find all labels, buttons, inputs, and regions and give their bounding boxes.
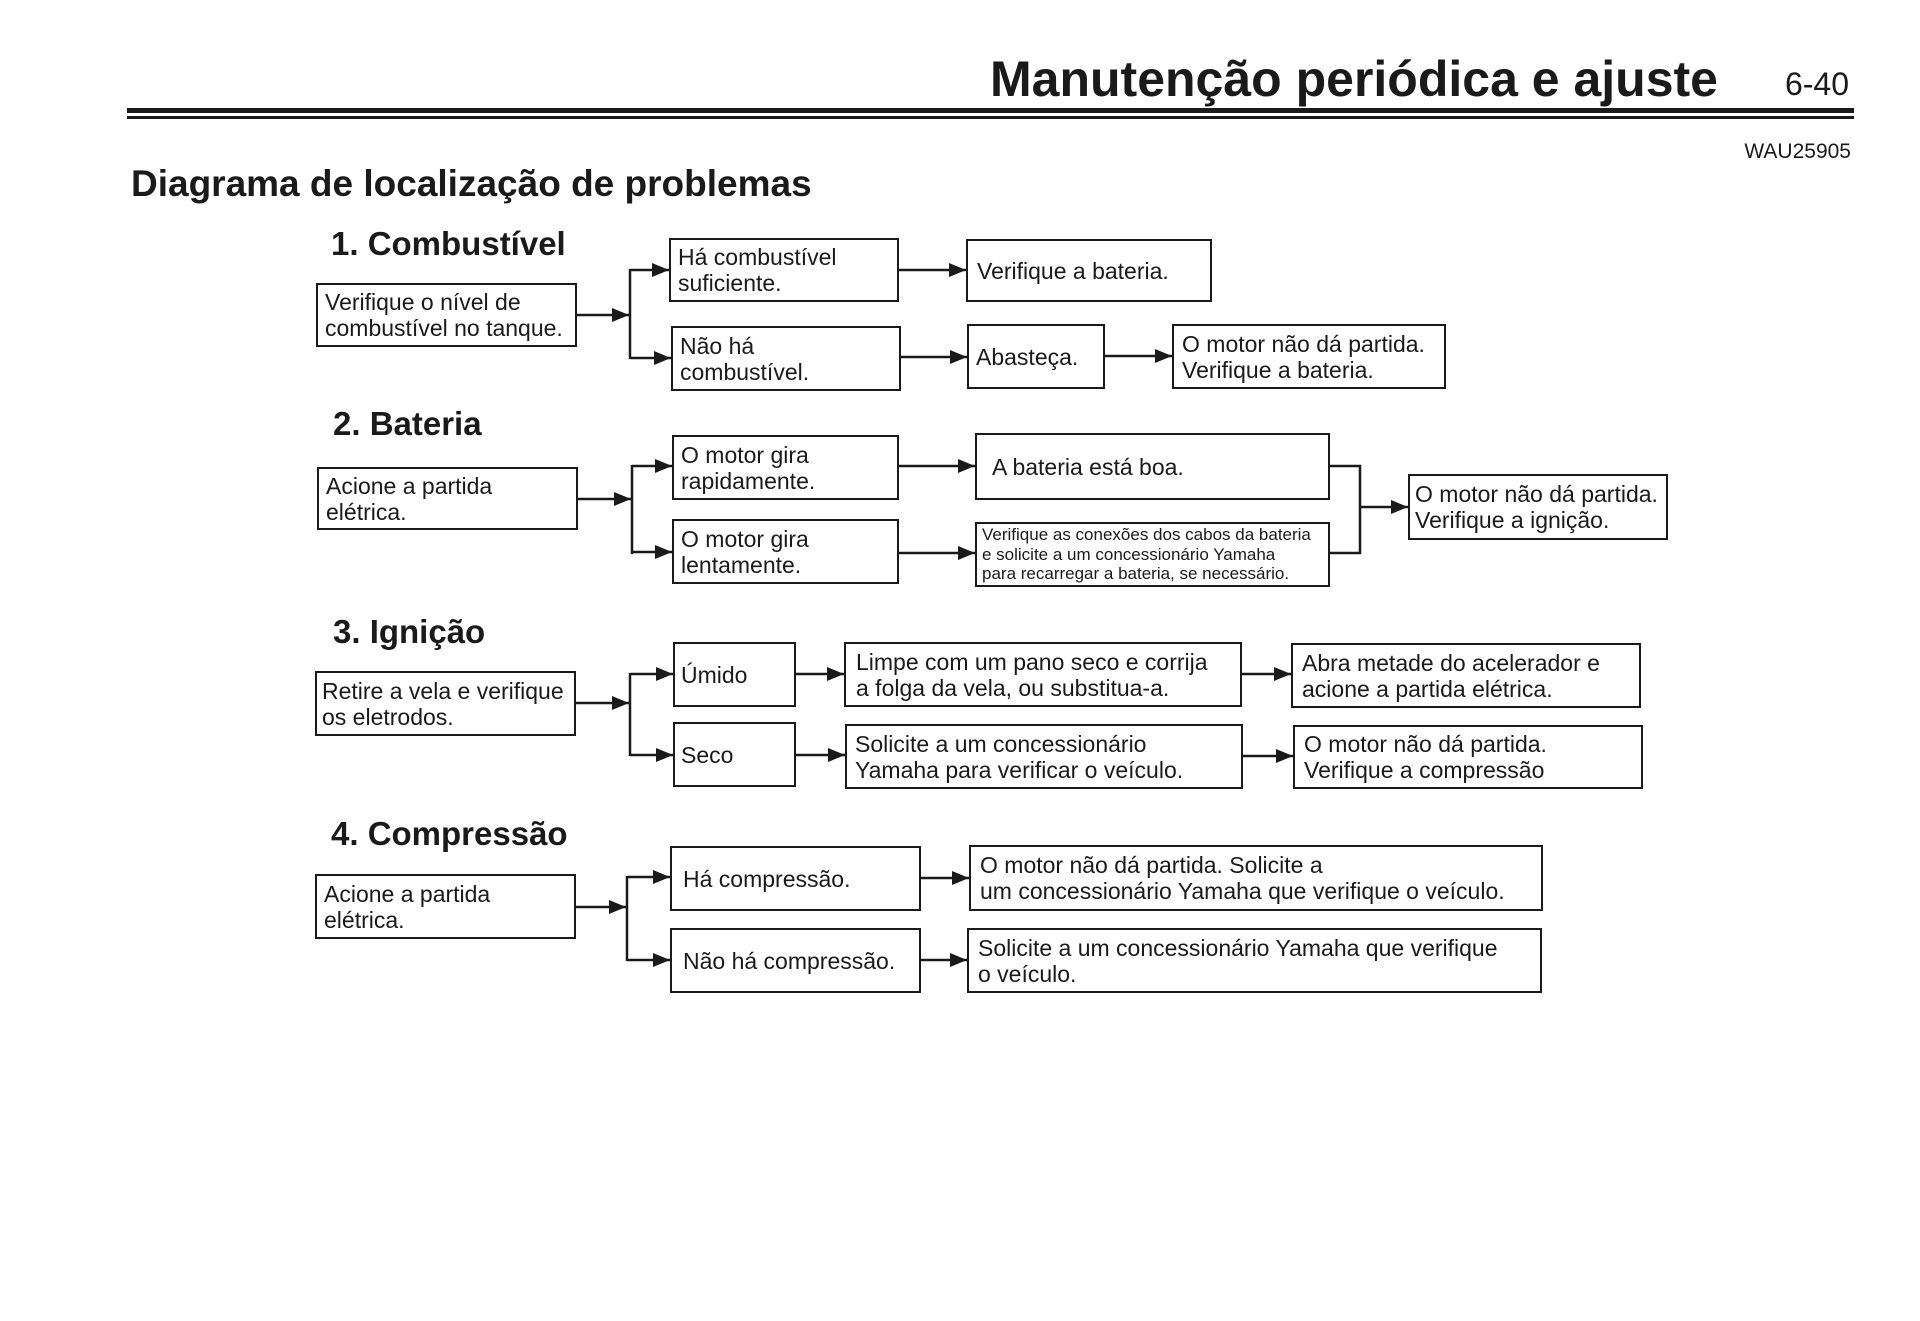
refuel-box: Abasteça.	[967, 324, 1105, 389]
compression-present-box: Há compressão.	[670, 846, 921, 911]
engine-turns-slow-box: O motor gira lentamente.	[672, 519, 899, 584]
fuel-sufficient-box: Há combustível suficiente.	[669, 238, 899, 302]
engine-turns-fast-box: O motor gira rapidamente.	[672, 435, 899, 500]
document-code: WAU25905	[1744, 140, 1851, 163]
section-heading-ignition: 3. Ignição	[333, 613, 486, 650]
fuel-level-check-box: Verifique o nível de combustível no tanq…	[316, 283, 577, 347]
check-battery-cables-box: Verifique as conexões dos cabos da bater…	[975, 522, 1330, 587]
no-compression-box: Não há compressão.	[670, 928, 921, 993]
remove-spark-plug-box: Retire a vela e verifique os eletrodos.	[315, 671, 576, 736]
clean-spark-plug-box: Limpe com um pano seco e corrija a folga…	[844, 642, 1242, 707]
no-start-check-compression-box: O motor não dá partida. Verifique a comp…	[1293, 725, 1643, 789]
header-rule-thin	[127, 116, 1854, 119]
header-rule-thick	[127, 108, 1854, 113]
plug-wet-box: Úmido	[673, 642, 796, 707]
section-heading-fuel: 1. Combustível	[331, 225, 566, 262]
page-number: 6-40	[1784, 66, 1849, 102]
chapter-title: Manutenção periódica e ajuste	[990, 51, 1718, 107]
no-start-check-ignition-box: O motor não dá partida. Verifique a igni…	[1408, 474, 1668, 540]
battery-electric-start-box: Acione a partida elétrica.	[317, 467, 578, 530]
check-battery-box: Verifique a bateria.	[966, 239, 1212, 302]
battery-good-box: A bateria está boa.	[975, 433, 1330, 500]
section-heading-battery: 2. Bateria	[333, 405, 482, 442]
no-start-check-battery-box: O motor não dá partida. Verifique a bate…	[1172, 324, 1446, 389]
plug-dry-box: Seco	[673, 722, 796, 787]
dealer-check-vehicle-box: Solicite a um concessionário Yamaha para…	[845, 724, 1243, 789]
dealer-check-box: Solicite a um concessionário Yamaha que …	[967, 928, 1542, 993]
page-title: Diagrama de localização de problemas	[131, 163, 812, 204]
compression-electric-start-box: Acione a partida elétrica.	[315, 874, 576, 939]
no-start-dealer-check-box: O motor não dá partida. Solicite a um co…	[969, 845, 1543, 911]
no-fuel-box: Não há combustível.	[671, 326, 901, 391]
section-heading-compression: 4. Compressão	[331, 815, 568, 852]
half-throttle-start-box: Abra metade do acelerador e acione a par…	[1291, 643, 1641, 708]
